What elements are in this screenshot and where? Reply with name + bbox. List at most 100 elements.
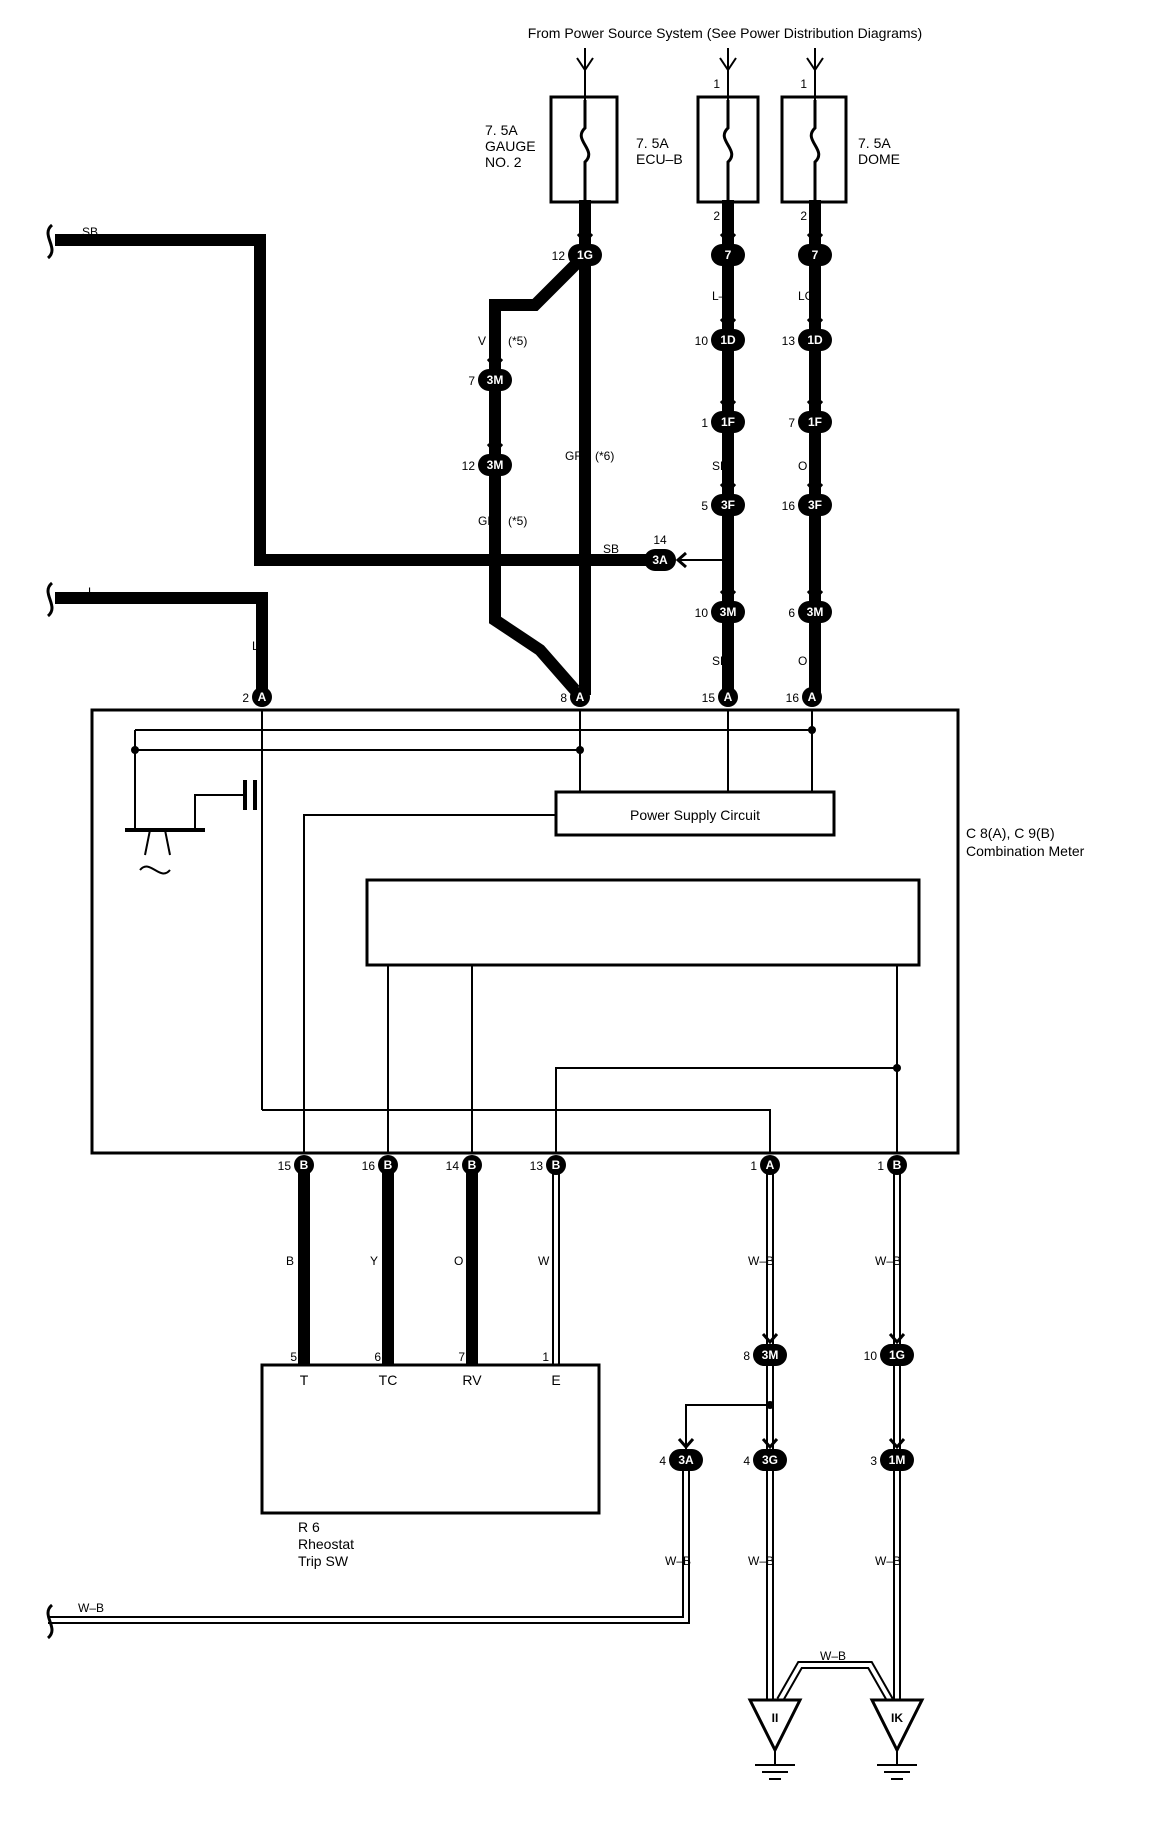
connector-code: A	[766, 1158, 775, 1172]
connector-pin: 15	[702, 691, 716, 705]
svg-text:1: 1	[713, 77, 720, 91]
connector-code: 1F	[721, 415, 735, 429]
connector-pin: 5	[701, 499, 708, 513]
svg-text:O: O	[454, 1254, 463, 1268]
connector-pin: 13	[530, 1159, 544, 1173]
svg-text:GAUGE: GAUGE	[485, 138, 536, 154]
connector-code: A	[724, 690, 733, 704]
connector-ecub-1f: 1F 1	[701, 400, 745, 433]
svg-text:Y: Y	[370, 1254, 378, 1268]
svg-text:T: T	[300, 1372, 309, 1388]
connector-code: 1G	[889, 1348, 905, 1362]
svg-text:7: 7	[458, 1350, 465, 1364]
connector-code: A	[576, 690, 585, 704]
connector-code: 1G	[577, 248, 593, 262]
connector-code: 1D	[720, 333, 736, 347]
wire-ends	[46, 223, 54, 1640]
thin-wires	[680, 559, 770, 1455]
connector-code: B	[552, 1158, 561, 1172]
connector-dome-3m: 3M6	[788, 590, 832, 623]
connector-pin: 1	[877, 1159, 884, 1173]
svg-text:TC: TC	[379, 1372, 398, 1388]
connector-pin: 4	[659, 1454, 666, 1468]
connector-code: 3F	[808, 498, 822, 512]
connector-pin: 2	[242, 691, 249, 705]
connector-code: 1F	[808, 415, 822, 429]
rheostat-trip-sw: 5 T 6 TC 7 RV 1 E R 6 Rheostat Trip SW	[260, 1350, 601, 1569]
svg-text:DOME: DOME	[858, 151, 900, 167]
svg-text:7. 5A: 7. 5A	[858, 135, 891, 151]
connector-meter-bot-15: B 15	[278, 1155, 314, 1175]
connector-dome-3f: 3F 16	[782, 483, 832, 516]
power-supply-circuit	[554, 790, 836, 837]
connector-code: 3M	[487, 373, 504, 387]
svg-text:E: E	[551, 1372, 560, 1388]
svg-text:SB: SB	[603, 542, 619, 556]
svg-text:L: L	[88, 585, 95, 599]
connector-code: 3M	[720, 605, 737, 619]
svg-text:GR: GR	[478, 514, 496, 528]
connector-meter-top-2: A2	[242, 687, 272, 707]
connector-pin: 10	[695, 334, 709, 348]
connector-code: A	[258, 690, 267, 704]
junction-dots	[131, 556, 901, 1409]
connector-pin: 12	[552, 249, 566, 263]
svg-text:7. 5A: 7. 5A	[636, 135, 669, 151]
connector-code: 7	[725, 248, 732, 262]
svg-text:W–B: W–B	[748, 1554, 774, 1568]
power-source-label: From Power Source System (See Power Dist…	[528, 25, 922, 41]
connector-meter-bot-16: B16	[362, 1155, 398, 1175]
svg-text:2: 2	[800, 209, 807, 223]
connector-pin: 10	[864, 1349, 878, 1363]
connector-pin: 4	[743, 1454, 750, 1468]
connector-code: A	[808, 690, 817, 704]
ground-ii: II	[747, 1698, 803, 1780]
connector-pin: 13	[782, 334, 796, 348]
connector-gauge-1g: 1G 12	[552, 233, 602, 266]
connector-pin: 3	[870, 1454, 877, 1468]
svg-text:Trip SW: Trip SW	[298, 1553, 349, 1569]
connector-gr-3m-b: 3M 12	[462, 443, 512, 476]
hollow-wires	[48, 1162, 901, 1702]
svg-text:(*5): (*5)	[508, 334, 527, 348]
svg-text:C 8(A), C 9(B): C 8(A), C 9(B)	[966, 825, 1055, 841]
connector-code: B	[300, 1158, 309, 1172]
svg-text:B: B	[286, 1254, 294, 1268]
connector-pin: 15	[278, 1159, 292, 1173]
connector-pin: 12	[462, 459, 476, 473]
connector-meter-top-8: A8	[560, 687, 590, 707]
svg-text:SB: SB	[712, 459, 728, 473]
connector-pin: 16	[786, 691, 800, 705]
connector-gnd-1m: 1M3	[870, 1438, 914, 1471]
connector-pin: 8	[743, 1349, 750, 1363]
combination-meter: Power Supply Circuit C 8(A), C 9(B) Comb…	[90, 708, 1085, 1155]
svg-text:(*5): (*5)	[508, 514, 527, 528]
connector-gnd-3g: 3G4	[743, 1438, 787, 1471]
connector-code: 3M	[807, 605, 824, 619]
svg-text:SB: SB	[82, 225, 98, 239]
thick-wires	[55, 200, 821, 1365]
meter-inner-block	[365, 878, 921, 967]
connector-code: 3M	[762, 1348, 779, 1362]
svg-text:W–B: W–B	[665, 1554, 691, 1568]
connector-pin: 16	[782, 499, 796, 513]
connector-code: 3M	[487, 458, 504, 472]
connector-code: 3A	[652, 553, 668, 567]
svg-text:1: 1	[542, 1350, 549, 1364]
connector-pin: 7	[468, 374, 475, 388]
svg-text:7. 5A: 7. 5A	[485, 122, 518, 138]
connector-pin: 1	[701, 416, 708, 430]
svg-text:IK: IK	[891, 1711, 903, 1725]
fuse-gauge: 7. 5A GAUGE NO. 2	[485, 95, 619, 204]
svg-text:GR: GR	[565, 449, 583, 463]
connector-ecub-1d: 1D 10	[695, 318, 745, 351]
svg-text:II: II	[772, 1711, 779, 1725]
connector-code: B	[893, 1158, 902, 1172]
svg-text:V: V	[478, 334, 486, 348]
connector-code: 3A	[678, 1453, 694, 1467]
svg-text:R 6: R 6	[298, 1519, 320, 1535]
fuse-ecub: 1 2 7. 5A ECU–B	[636, 77, 760, 223]
